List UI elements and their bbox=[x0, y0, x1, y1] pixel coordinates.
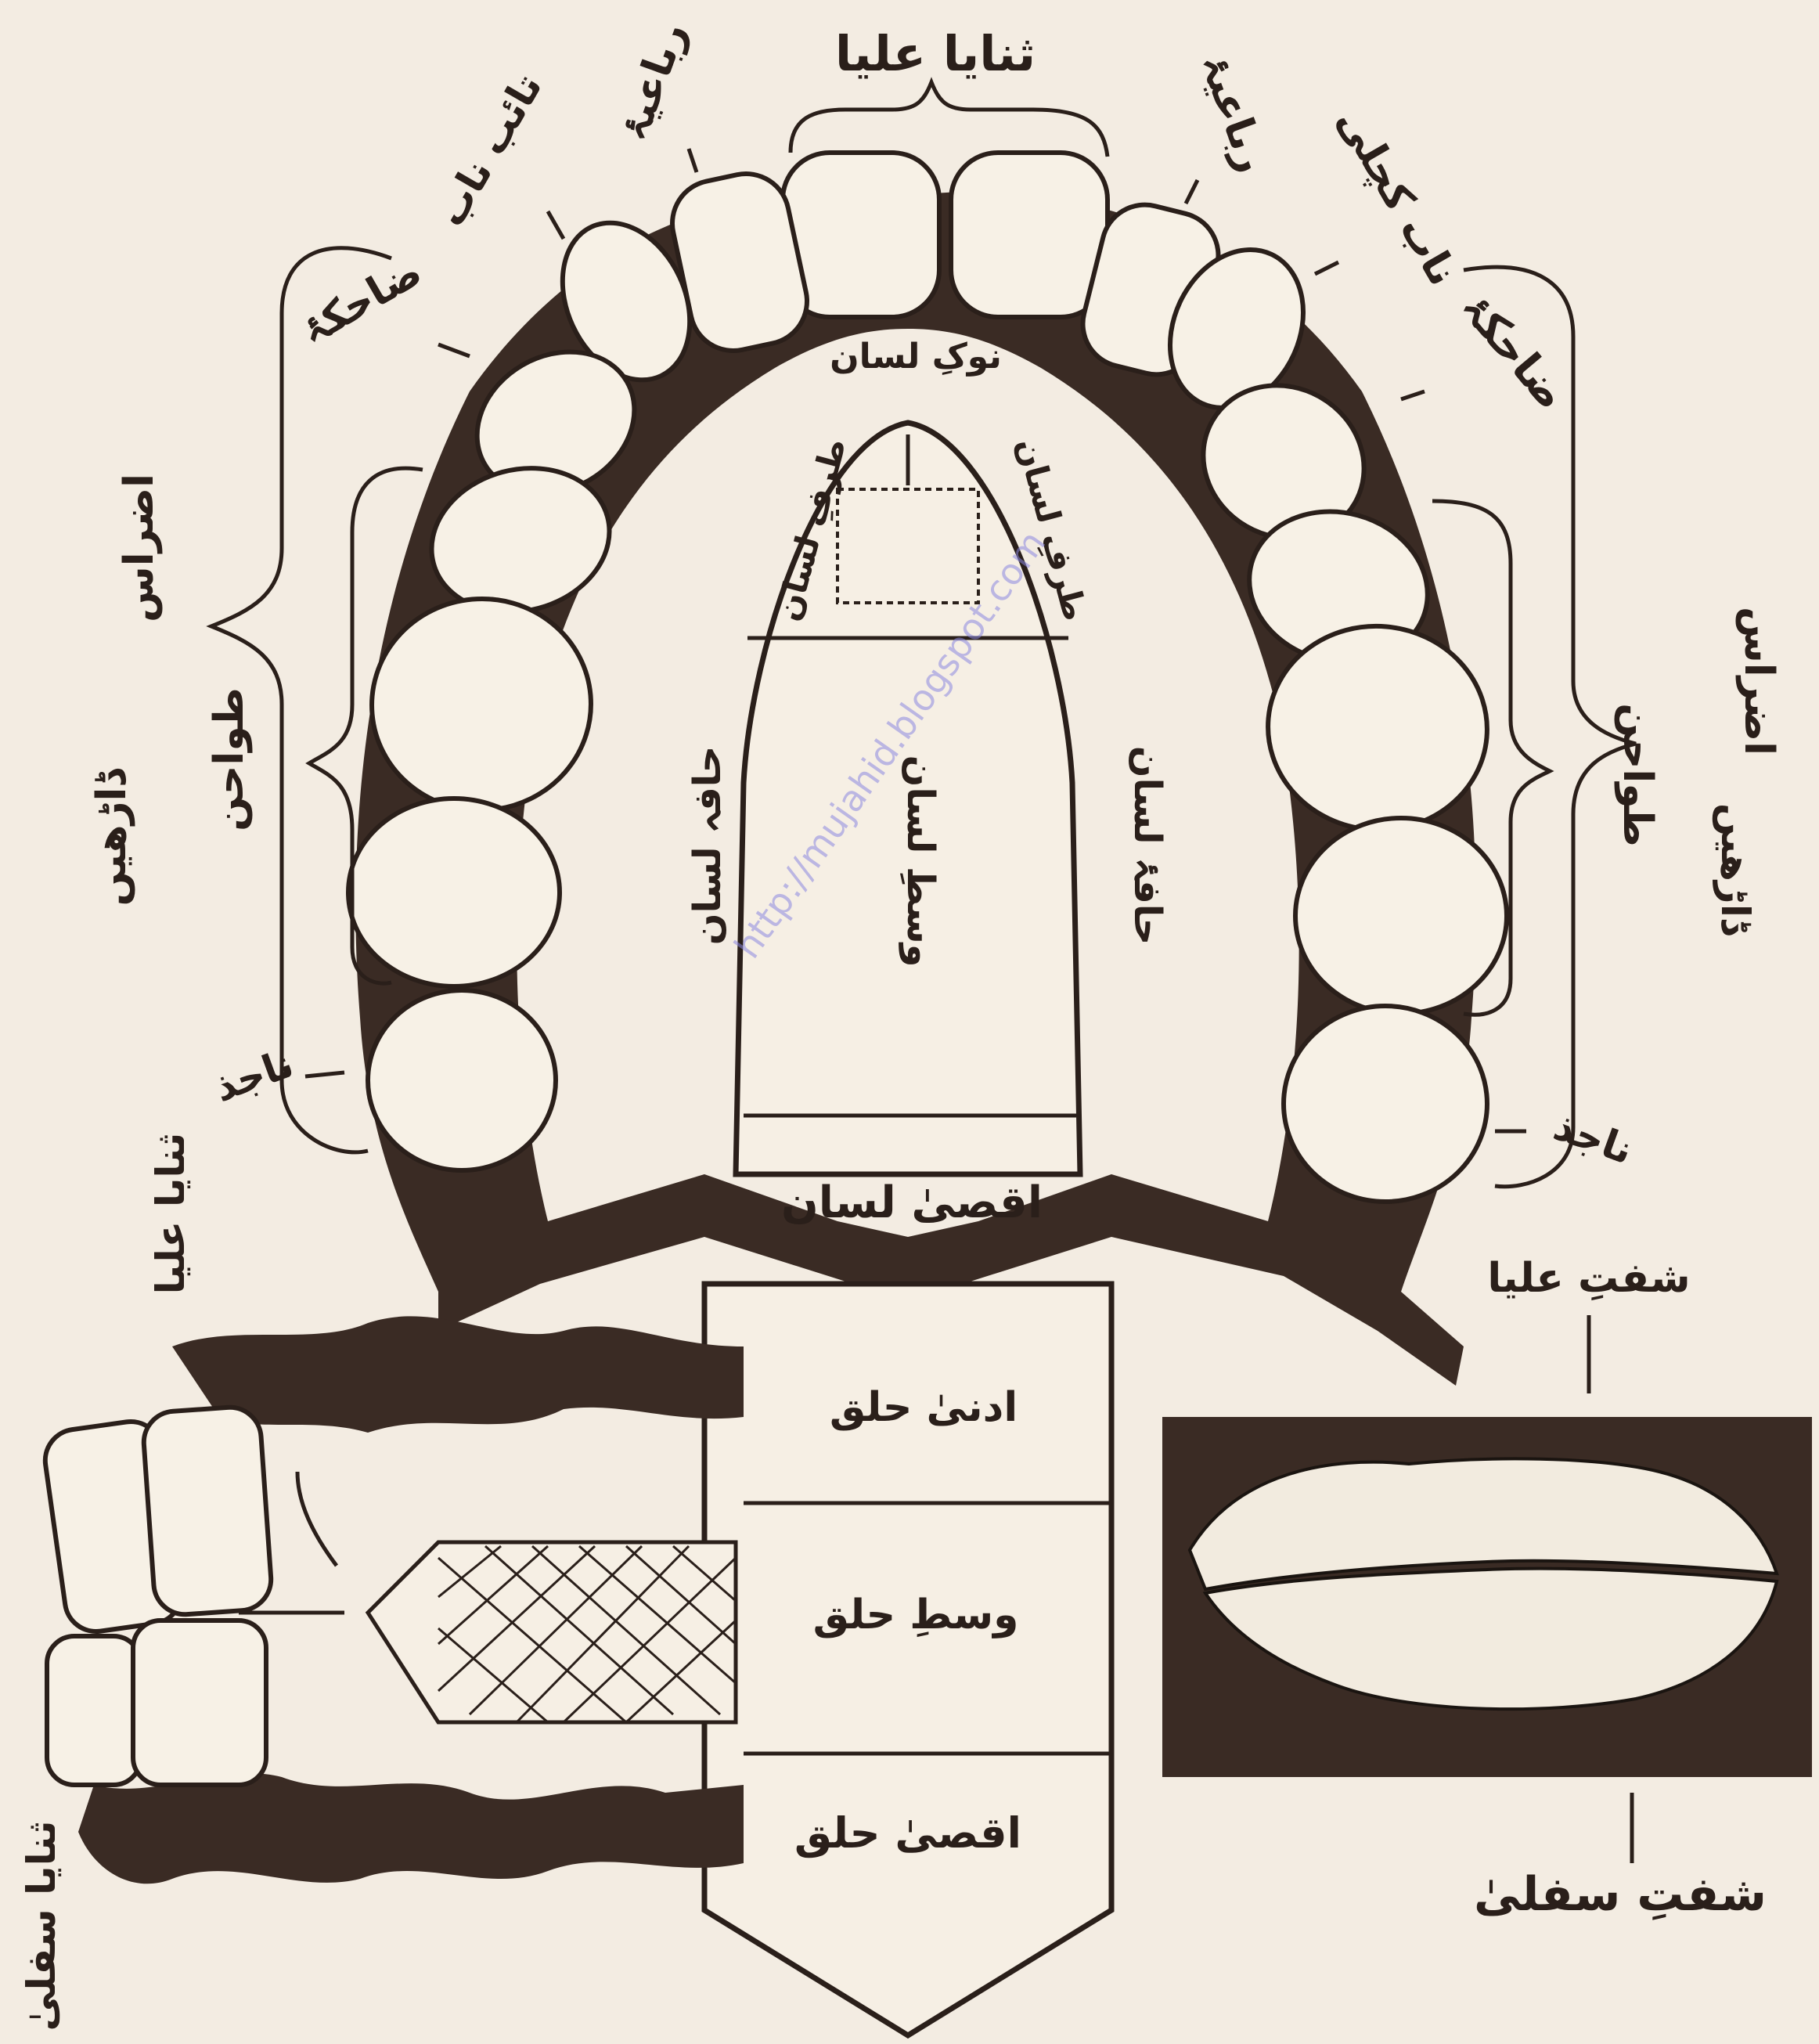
arrow-naab-right bbox=[1315, 262, 1338, 274]
tooth-central-incisor-right bbox=[951, 153, 1108, 317]
label-adraas-right: اضراس bbox=[1735, 607, 1782, 755]
label-aqsa-halq: اقصیٰ حلق bbox=[794, 1808, 1021, 1858]
tooth-lower-incisor-4 bbox=[133, 1620, 266, 1785]
label-rubaiya-left: رباعیۂ bbox=[610, 16, 696, 147]
label-naab-left: تائب ناب bbox=[428, 66, 551, 234]
label-hafa-lisan-right: حافۂ لسان bbox=[1126, 746, 1169, 946]
arrow-naab-left bbox=[548, 211, 564, 239]
brace-upper-incisors bbox=[791, 82, 1108, 157]
label-darhein-left: ڈاڑھیں bbox=[88, 768, 135, 907]
label-dahika-left: ضاحکۂ bbox=[293, 248, 430, 355]
lower-jaw-base bbox=[78, 1773, 744, 1884]
arrow-dahika-left bbox=[438, 344, 470, 356]
label-nok-lisan: نوکِ لسان bbox=[830, 337, 1002, 377]
label-hafa-lisan-left: حافہ لسان bbox=[686, 746, 729, 946]
label-dahika-right: ضاحکۂ bbox=[1451, 283, 1576, 419]
arrow-rubaiya-right bbox=[1186, 180, 1198, 204]
lower-teeth bbox=[41, 1405, 273, 1785]
label-adna-halq: ادنیٰ حلق bbox=[830, 1384, 1018, 1431]
label-rubaiya-right: رباعیۂ bbox=[1190, 48, 1277, 178]
arrow-najidh-left bbox=[305, 1072, 344, 1076]
label-thanaya-ulya: ثنایا علیا bbox=[835, 25, 1036, 82]
tooth-molar2-right bbox=[1295, 818, 1507, 1014]
label-naab-right: ناب کچلی bbox=[1327, 100, 1466, 294]
tooth-lower-incisor-2 bbox=[142, 1405, 273, 1617]
tooth-molar3-left bbox=[368, 990, 556, 1170]
label-adraas-left: اضراس bbox=[116, 474, 163, 622]
arrow-rubaiya-left bbox=[689, 149, 697, 172]
label-aqsa-lisan: اقصیٰ لسان bbox=[781, 1177, 1043, 1228]
side-arrow-curve bbox=[297, 1472, 337, 1566]
label-shafat-ulya: شفتِ علیا bbox=[1487, 1255, 1690, 1302]
label-tawahin-left: طواحن bbox=[206, 687, 253, 831]
label-thanaya-ulya-lower: ثنایا علیا bbox=[148, 1133, 193, 1295]
lower-jaw-gum bbox=[172, 1316, 744, 1433]
tooth-molar2-left bbox=[348, 798, 560, 986]
label-wast-lisan: وسطِ لسان bbox=[899, 755, 942, 967]
tooth-lower-incisor-3 bbox=[47, 1636, 141, 1785]
label-thanaya-sufla: ثنایا سفلیٰ bbox=[19, 1820, 64, 2031]
arrow-dahika-right bbox=[1401, 391, 1425, 399]
label-darhein-right: ڈاڑھیں bbox=[1712, 803, 1758, 937]
label-shafat-sufla: شفتِ سفلیٰ bbox=[1474, 1867, 1767, 1922]
label-wast-halq: وسطِ حلق bbox=[813, 1592, 1019, 1638]
tooth-molar3-right bbox=[1284, 1006, 1487, 1202]
label-tawahin-right: طواحن bbox=[1614, 703, 1661, 847]
side-tongue bbox=[368, 1542, 736, 1722]
